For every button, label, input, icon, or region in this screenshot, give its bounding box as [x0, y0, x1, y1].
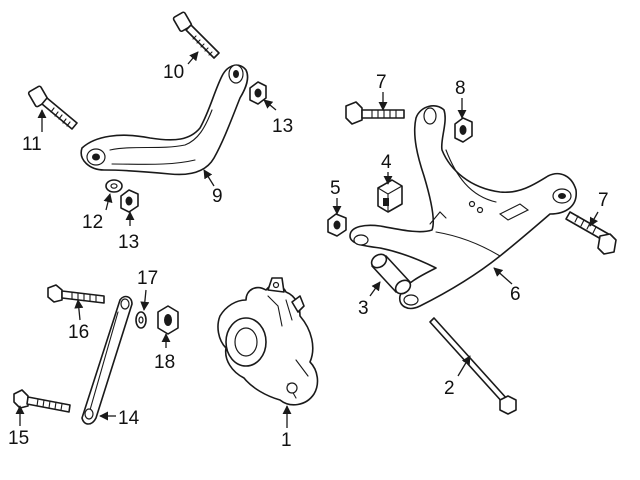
callout-14: 14: [118, 408, 140, 429]
bushing-3[interactable]: [369, 251, 413, 296]
bolt-16[interactable]: [47, 284, 105, 304]
callout-1: 1: [281, 430, 292, 451]
knuckle[interactable]: [217, 277, 319, 406]
nut-13-upper[interactable]: [249, 81, 267, 105]
nut-13-lower[interactable]: [120, 189, 139, 213]
nut-8[interactable]: [454, 117, 473, 143]
callout-3: 3: [358, 298, 369, 319]
callout-18: 18: [154, 352, 175, 373]
callout-labels: 1 2 3 4 5 6 7 7 8 9 10 11 12 13 13 14 15…: [8, 62, 609, 451]
leader-lines: [15, 51, 599, 428]
callout-7-right: 7: [598, 190, 609, 211]
callout-2: 2: [444, 378, 455, 399]
callout-9: 9: [212, 186, 223, 207]
callout-17: 17: [137, 268, 158, 289]
callout-7-top: 7: [376, 72, 387, 93]
callout-16: 16: [68, 322, 89, 343]
bolt-15[interactable]: [13, 389, 71, 413]
bolt-7-top[interactable]: [345, 101, 405, 125]
nut-18[interactable]: [157, 305, 179, 335]
long-bolt-2[interactable]: [429, 317, 517, 415]
upper-control-arm[interactable]: [80, 64, 249, 176]
bolt-11[interactable]: [27, 85, 78, 130]
trailing-link-14[interactable]: [81, 295, 133, 425]
washer-12[interactable]: [105, 179, 123, 193]
callout-5: 5: [330, 178, 341, 199]
callout-15: 15: [8, 428, 29, 449]
washer-17[interactable]: [135, 311, 147, 329]
lower-control-arm[interactable]: [349, 105, 577, 310]
bushing-4[interactable]: [377, 179, 403, 213]
bolt-7-right[interactable]: [565, 211, 617, 255]
callout-11: 11: [22, 134, 42, 155]
callout-6: 6: [510, 284, 521, 305]
callout-13-upper: 13: [272, 116, 293, 137]
callout-8: 8: [455, 78, 466, 99]
bolt-10[interactable]: [172, 11, 220, 59]
callout-13-lower: 13: [118, 232, 139, 253]
nut-5[interactable]: [327, 213, 347, 237]
callout-10: 10: [163, 62, 184, 83]
callout-12: 12: [82, 212, 103, 233]
callout-4: 4: [381, 152, 392, 173]
